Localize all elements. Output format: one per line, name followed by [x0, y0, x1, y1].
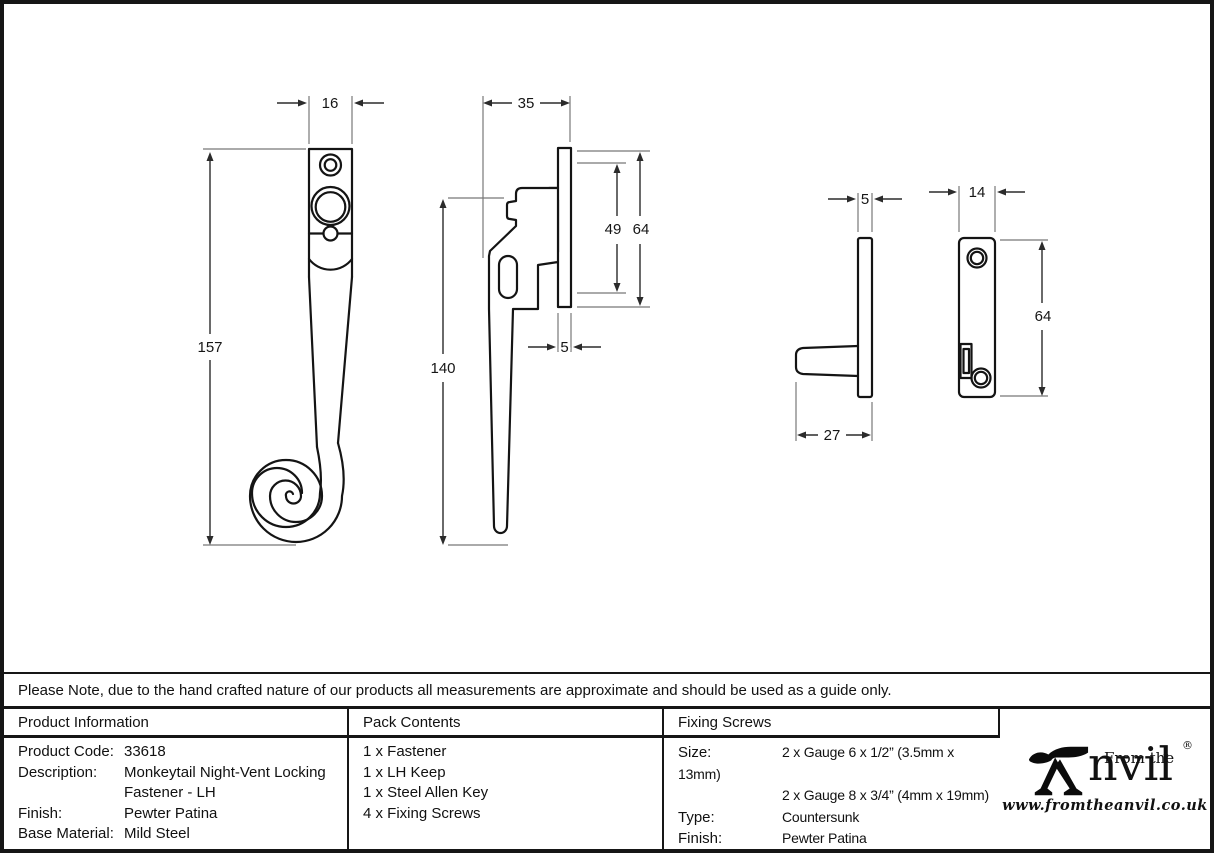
- brand-website: www.fromtheanvil.co.uk: [1002, 797, 1208, 814]
- keep-front-drawing: 14 64: [929, 182, 1054, 399]
- screw-type-label: Type:: [678, 808, 715, 826]
- product-code-label: Product Code:: [18, 743, 114, 760]
- anvil-icon: [1028, 746, 1089, 796]
- technical-drawings: 16 157: [195, 93, 1054, 546]
- finish-row: Finish: Pewter Patina: [18, 804, 347, 825]
- screw-finish-label: Finish:: [678, 830, 723, 848]
- dim-label-5-keep: 5: [861, 191, 869, 208]
- description-label: Description:: [18, 763, 98, 781]
- finish-label: Finish:: [18, 804, 63, 822]
- pack-item: 1 x Fastener: [363, 743, 447, 760]
- pack-item: 1 x Steel Allen Key: [363, 784, 489, 802]
- screw-size-value-2: 2 x Gauge 8 x 3/4” (4mm x 19mm): [782, 787, 989, 804]
- finish-value: Pewter Patina: [124, 804, 218, 822]
- screw-size-value: 2 x Gauge 6 x 1/2” (3.5mm x 13mm): [678, 744, 955, 782]
- dim-label-width-16: 16: [322, 95, 339, 112]
- screw-finish-row: Finish: Pewter Patina: [678, 828, 1000, 849]
- pack-contents-header-label: Pack Contents: [363, 713, 461, 731]
- pack-contents-body: 1 x Fastener 1 x LH Keep 1 x Steel Allen…: [349, 738, 664, 849]
- dim-label-5-side: 5: [560, 339, 568, 356]
- description-row: Description: Monkeytail Night-Vent Lockin…: [18, 763, 347, 784]
- product-code-value: 33618: [124, 743, 166, 760]
- screw-size-row: Size:2 x Gauge 6 x 1/2” (3.5mm x 13mm): [678, 742, 1000, 785]
- product-information-header-label: Product Information: [18, 713, 149, 731]
- screw-type-value: Countersunk: [782, 808, 860, 825]
- note-bar: Please Note, due to the hand crafted nat…: [4, 672, 1210, 706]
- pack-item: 1 x LH Keep: [363, 763, 446, 781]
- screw-size-row-2: 2 x Gauge 8 x 3/4” (4mm x 19mm): [678, 785, 1000, 807]
- pack-item: 4 x Fixing Screws: [363, 804, 481, 822]
- screw-type-row: Type: Countersunk: [678, 807, 1000, 829]
- base-material-label: Base Material:: [18, 825, 114, 843]
- dim-label-27: 27: [824, 427, 841, 444]
- fixing-screws-body: Size:2 x Gauge 6 x 1/2” (3.5mm x 13mm) 2…: [664, 738, 1000, 849]
- description-value-2: Fastener - LH: [124, 784, 216, 802]
- dim-label-width-35: 35: [518, 95, 535, 112]
- product-information-header: Product Information: [4, 709, 349, 738]
- dim-label-height-157: 157: [197, 339, 222, 356]
- dim-label-14: 14: [969, 184, 986, 201]
- dim-label-64-side: 64: [633, 221, 650, 238]
- fastener-front-drawing: 16 157: [195, 93, 384, 546]
- spec-table: Product Information Pack Contents Fixing…: [4, 706, 1210, 849]
- base-material-value: Mild Steel: [124, 825, 190, 843]
- dim-label-height-140: 140: [430, 360, 455, 377]
- description-row-2: Fastener - LH: [18, 783, 347, 804]
- registered-mark: ®: [1182, 739, 1193, 752]
- note-text: Please Note, due to the hand crafted nat…: [18, 681, 892, 699]
- product-code-row: Product Code: 33618: [18, 742, 347, 763]
- brand-wordmark: nvil: [1088, 737, 1174, 791]
- fixing-screws-header-label: Fixing Screws: [678, 713, 772, 731]
- fastener-side-drawing: 35 140 49 64 5: [428, 93, 652, 546]
- brand-tagline: From the: [1104, 749, 1175, 767]
- pack-contents-header: Pack Contents: [349, 709, 664, 738]
- screw-finish-value: Pewter Patina: [782, 830, 867, 847]
- description-value: Monkeytail Night-Vent Locking: [124, 763, 326, 781]
- brand-logo-cell: nvil From the ♦ ® www.fromtheanvil.co.uk: [1000, 709, 1210, 849]
- fixing-screws-header: Fixing Screws: [664, 709, 1000, 738]
- product-information-body: Product Code: 33618 Description: Monkeytai…: [4, 738, 349, 849]
- screw-size-label: Size:: [678, 744, 712, 761]
- base-material-row: Base Material: Mild Steel: [18, 824, 347, 845]
- diamond-icon: ♦: [1163, 749, 1169, 761]
- dim-label-64-front: 64: [1035, 308, 1052, 325]
- keep-side-drawing: 5 27: [794, 189, 902, 447]
- dim-label-49: 49: [605, 221, 622, 238]
